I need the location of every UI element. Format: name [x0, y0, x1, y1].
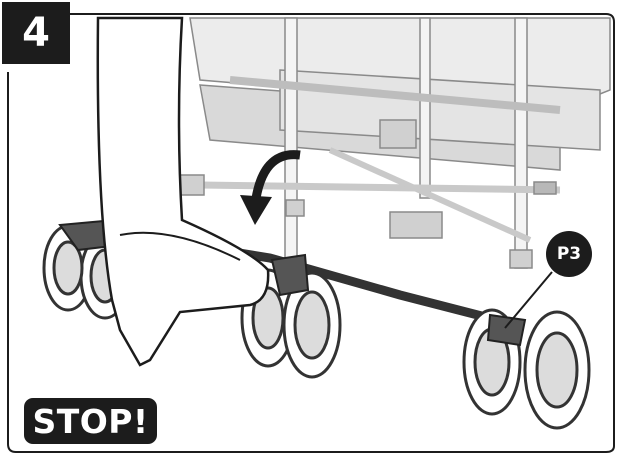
step-number-badge: 4: [2, 2, 70, 64]
rotate-down-arrow-icon: [250, 150, 301, 206]
part-callout-p3: P3: [546, 231, 592, 277]
frame-border: [7, 13, 615, 453]
stroller-frame: [179, 17, 611, 269]
stop-warning-badge: STOP!: [24, 398, 157, 444]
foot-press-icon: [96, 16, 270, 367]
stroller-wheels-icon: [42, 224, 591, 430]
callout-pointer: [504, 271, 553, 329]
